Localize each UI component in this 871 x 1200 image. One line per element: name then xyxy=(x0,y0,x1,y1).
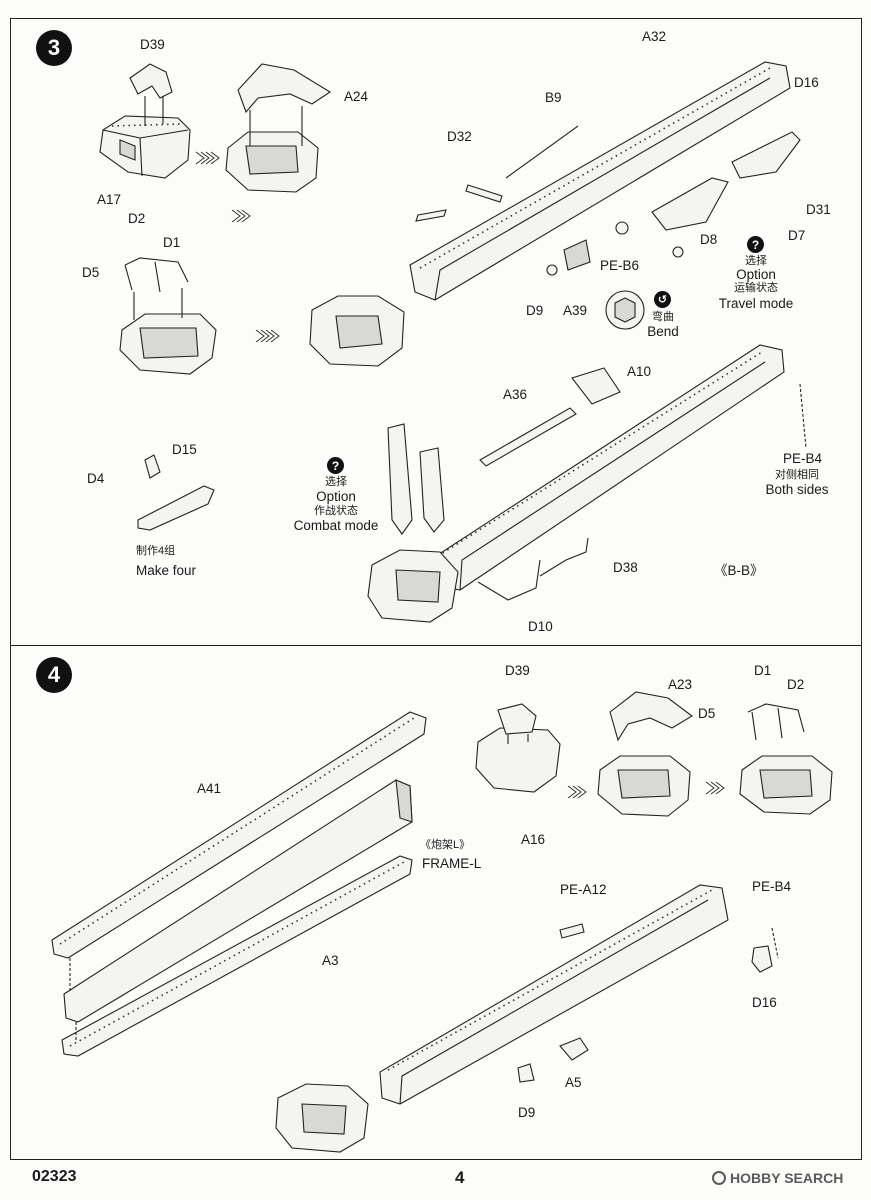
bend-en: Bend xyxy=(647,324,679,339)
label-d8: D8 xyxy=(700,232,718,247)
label-a39: A39 xyxy=(563,303,588,318)
step-divider xyxy=(10,645,862,646)
label-a16: A16 xyxy=(521,832,546,847)
combat-option-cn: 选择 xyxy=(325,476,347,488)
both-sides-en: Both sides xyxy=(765,482,829,497)
label-pe-b4-step4: PE-B4 xyxy=(752,879,792,894)
a16-base-part xyxy=(475,703,587,799)
page-border xyxy=(10,18,862,1160)
travel-option-en: Option xyxy=(736,267,776,282)
label-d5: D5 xyxy=(82,265,100,280)
bend-arrow-icon: ↺ xyxy=(654,291,671,308)
a17-base-part xyxy=(99,115,191,179)
label-pe-b4: PE-B4 xyxy=(783,451,823,466)
bend-cn: 弯曲 xyxy=(652,311,674,323)
combat-option-en: Option xyxy=(316,489,356,504)
label-a36: A36 xyxy=(503,387,528,402)
label-a23: A23 xyxy=(668,677,693,692)
label-d39: D39 xyxy=(140,37,165,52)
d39-part xyxy=(129,63,173,126)
both-sides-cn: 对侧相同 xyxy=(775,469,819,481)
frame-l-en: FRAME-L xyxy=(422,856,482,871)
label-pe-a12: PE-A12 xyxy=(560,882,607,897)
section-b-b: 《B-B》 xyxy=(714,563,764,578)
trail-assembly-step4 xyxy=(275,884,779,1153)
combat-mode-cn: 作战状态 xyxy=(314,505,358,517)
label-a5: A5 xyxy=(565,1075,582,1090)
a24-assembly xyxy=(225,63,332,193)
label-d16-step4: D16 xyxy=(752,995,777,1010)
d1-d2-assembly xyxy=(739,703,833,815)
label-d5-step4: D5 xyxy=(698,706,716,721)
step-3-badge: 3 xyxy=(36,30,72,66)
label-d9-step4: D9 xyxy=(518,1105,536,1120)
label-d10: D10 xyxy=(528,619,553,634)
make-four-en: Make four xyxy=(136,563,197,578)
step-4-badge: 4 xyxy=(36,657,72,693)
travel-mode-cn: 运输状态 xyxy=(734,282,778,294)
label-d2-step4: D2 xyxy=(787,677,805,692)
a23-assembly xyxy=(597,691,725,817)
label-d16: D16 xyxy=(794,75,819,90)
combat-mode-en: Combat mode xyxy=(293,518,379,533)
label-pe-b6: PE-B6 xyxy=(600,258,640,273)
label-a32: A32 xyxy=(642,29,667,44)
travel-mode-en: Travel mode xyxy=(718,296,794,311)
label-d2: D2 xyxy=(128,211,146,226)
question-icon: ? xyxy=(747,236,764,253)
label-d15: D15 xyxy=(172,442,197,457)
label-a10: A10 xyxy=(627,364,652,379)
label-d38: D38 xyxy=(613,560,638,575)
label-d32: D32 xyxy=(447,129,472,144)
label-a3: A3 xyxy=(322,953,339,968)
product-code: 02323 xyxy=(32,1168,77,1185)
frame-l-assembly xyxy=(51,711,427,1057)
label-d1-step4: D1 xyxy=(754,663,772,678)
frame-l-cn: 《炮架L》 xyxy=(420,839,471,851)
question-icon: ? xyxy=(327,457,344,474)
pe-b6-detail xyxy=(605,290,645,330)
label-d4: D4 xyxy=(87,471,105,486)
trail-assembly-top xyxy=(309,61,801,367)
label-a17: A17 xyxy=(97,192,122,207)
hobby-search-logo-icon xyxy=(712,1171,726,1185)
label-a41: A41 xyxy=(197,781,222,796)
label-b9: B9 xyxy=(545,90,562,105)
flow-arrow-icon xyxy=(195,151,280,343)
make-four-cn: 制作4组 xyxy=(136,545,176,557)
trail-assembly-bottom xyxy=(137,344,807,623)
label-a24: A24 xyxy=(344,89,369,104)
label-d39-step4: D39 xyxy=(505,663,530,678)
label-d7: D7 xyxy=(788,228,806,243)
d-base-assembly xyxy=(119,257,217,375)
hobby-search-watermark: HOBBY SEARCH xyxy=(712,1170,843,1186)
page-number: 4 xyxy=(455,1168,465,1187)
watermark-text: HOBBY SEARCH xyxy=(730,1170,844,1186)
travel-option-cn: 选择 xyxy=(745,255,767,267)
label-d1: D1 xyxy=(163,235,181,250)
label-d9: D9 xyxy=(526,303,544,318)
label-d31: D31 xyxy=(806,202,831,217)
